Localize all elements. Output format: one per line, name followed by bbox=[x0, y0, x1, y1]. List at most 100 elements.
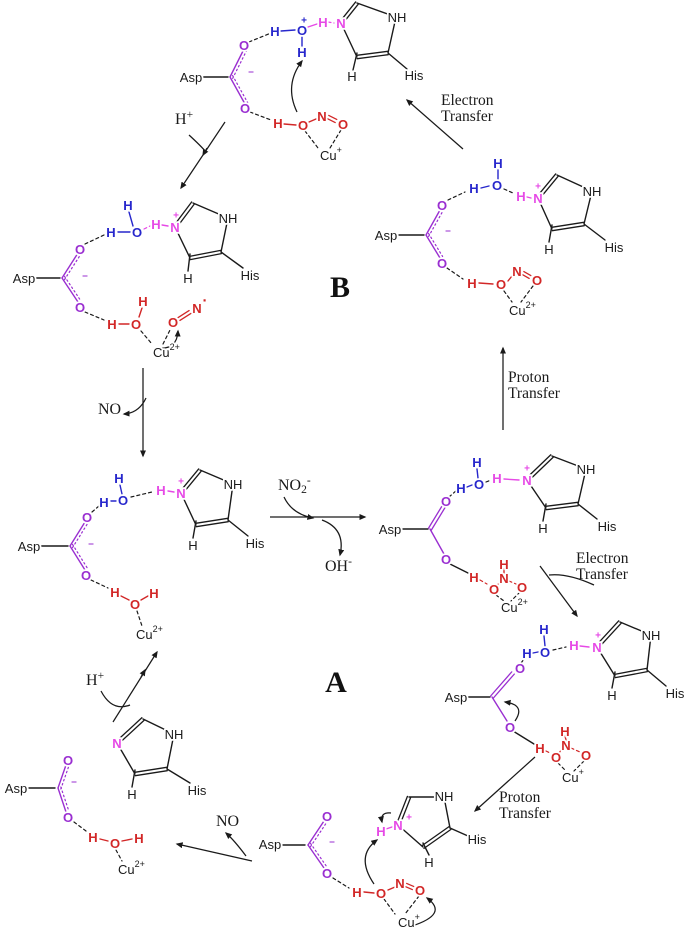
atom-h: H bbox=[492, 471, 501, 486]
atom-h: H bbox=[499, 557, 508, 572]
atom-his: His bbox=[605, 240, 624, 255]
atom-charge-sup: 2+ bbox=[526, 300, 536, 310]
species-label-part: NO bbox=[278, 477, 301, 494]
hydrogen-bond bbox=[383, 898, 396, 915]
bond bbox=[425, 234, 441, 259]
species-label-part: 2 bbox=[301, 484, 307, 496]
mechanism-arrow bbox=[377, 812, 392, 824]
atom-cu: Cu+ bbox=[320, 145, 342, 163]
species-label-part: NO bbox=[216, 813, 239, 830]
atom-symbol: O bbox=[82, 510, 92, 525]
atom-symbol: His bbox=[405, 68, 424, 83]
atom-symbol: O bbox=[540, 645, 550, 660]
atom-symbol: Cu bbox=[501, 600, 518, 615]
bond bbox=[69, 521, 86, 547]
partial-double-bond bbox=[427, 232, 444, 258]
atom-o: O bbox=[75, 242, 85, 257]
bond bbox=[229, 48, 245, 78]
imidazole-ring bbox=[172, 201, 244, 272]
bond bbox=[167, 490, 175, 493]
mechanism-arrow-tail bbox=[188, 134, 207, 153]
mechanism-arrow-tail bbox=[100, 690, 131, 708]
hydrogen-bond bbox=[90, 579, 109, 589]
atom-his: His bbox=[468, 832, 487, 847]
hydrogen-bond bbox=[447, 191, 466, 201]
mechanism-arrow bbox=[364, 839, 379, 885]
atom-h: H bbox=[106, 225, 115, 240]
atom-nh: NH bbox=[642, 628, 661, 643]
bond bbox=[120, 595, 130, 601]
atom-n: N bbox=[522, 473, 531, 488]
bond bbox=[220, 251, 244, 269]
bond bbox=[577, 503, 598, 520]
atom-o: O bbox=[437, 198, 447, 213]
atom-symbol: O bbox=[376, 886, 386, 901]
bond bbox=[99, 838, 109, 842]
double-bond bbox=[523, 270, 532, 277]
bond bbox=[227, 483, 234, 521]
atom-symbol: N bbox=[112, 736, 121, 751]
atom-charge-sup: 2+ bbox=[153, 624, 163, 634]
bond bbox=[363, 891, 375, 894]
bond bbox=[57, 764, 67, 789]
atom-o: O bbox=[322, 866, 332, 881]
minus-charge: – bbox=[445, 226, 451, 237]
partial-double-bond bbox=[232, 74, 249, 104]
atom-symbol: O bbox=[437, 256, 447, 271]
atom-o: O bbox=[515, 661, 525, 676]
text-labels-layer: BAElectronTransferProtonTransferElectron… bbox=[86, 92, 629, 830]
bond bbox=[596, 646, 616, 677]
atom-symbol: N bbox=[393, 818, 402, 833]
minus-charge: – bbox=[329, 837, 335, 848]
bond bbox=[220, 217, 229, 253]
hydrogen-bond bbox=[249, 111, 272, 121]
atom-h: H bbox=[183, 271, 192, 286]
mechanism-arrow bbox=[175, 842, 253, 862]
atom-o: O bbox=[338, 117, 348, 132]
atom-symbol: O bbox=[515, 661, 525, 676]
atom-h: H bbox=[149, 586, 158, 601]
atom-n: N bbox=[170, 220, 179, 235]
atom-symbol: Asp bbox=[375, 228, 397, 243]
bond bbox=[532, 651, 539, 654]
atom-nh: NH bbox=[435, 789, 454, 804]
hydrogen-bond bbox=[558, 748, 563, 754]
hydrogen-bond bbox=[84, 234, 105, 245]
atom-symbol: H bbox=[469, 570, 478, 585]
atom-symbol: H bbox=[499, 557, 508, 572]
atom-o: O bbox=[63, 753, 73, 768]
atom-nh: NH bbox=[577, 462, 596, 477]
double-bond bbox=[525, 454, 552, 480]
atom-o: O bbox=[441, 552, 451, 567]
species-label-part: H bbox=[86, 672, 98, 689]
bond bbox=[611, 671, 616, 689]
bond bbox=[583, 223, 606, 241]
bond bbox=[227, 519, 249, 537]
atom-o: O bbox=[415, 883, 425, 898]
partial-double-bond bbox=[60, 765, 70, 790]
atom-o: O bbox=[81, 568, 91, 583]
atom-symbol: H bbox=[376, 824, 385, 839]
atom-h: H bbox=[347, 69, 356, 84]
atom-symbol: O bbox=[437, 198, 447, 213]
bond bbox=[429, 528, 445, 555]
hydrogen-bond bbox=[130, 491, 153, 498]
atom-symbol: H bbox=[347, 69, 356, 84]
atom-symbol: H bbox=[535, 741, 544, 756]
atom-nh: NH bbox=[388, 10, 407, 25]
hydrogen-bond bbox=[446, 267, 464, 280]
double-bond bbox=[521, 273, 530, 280]
bond bbox=[352, 52, 358, 71]
double-bond bbox=[404, 885, 413, 891]
partial-double-bond bbox=[309, 842, 328, 867]
atom-h: H bbox=[151, 217, 160, 232]
atom-h: H bbox=[127, 787, 136, 802]
atom-symbol: Asp bbox=[445, 690, 467, 705]
bond bbox=[476, 468, 479, 479]
bond bbox=[491, 696, 508, 722]
atom-n: N bbox=[336, 16, 345, 31]
atom-o: O bbox=[376, 886, 386, 901]
atom-symbol: Asp bbox=[5, 781, 27, 796]
partial-double-bond bbox=[309, 822, 328, 848]
